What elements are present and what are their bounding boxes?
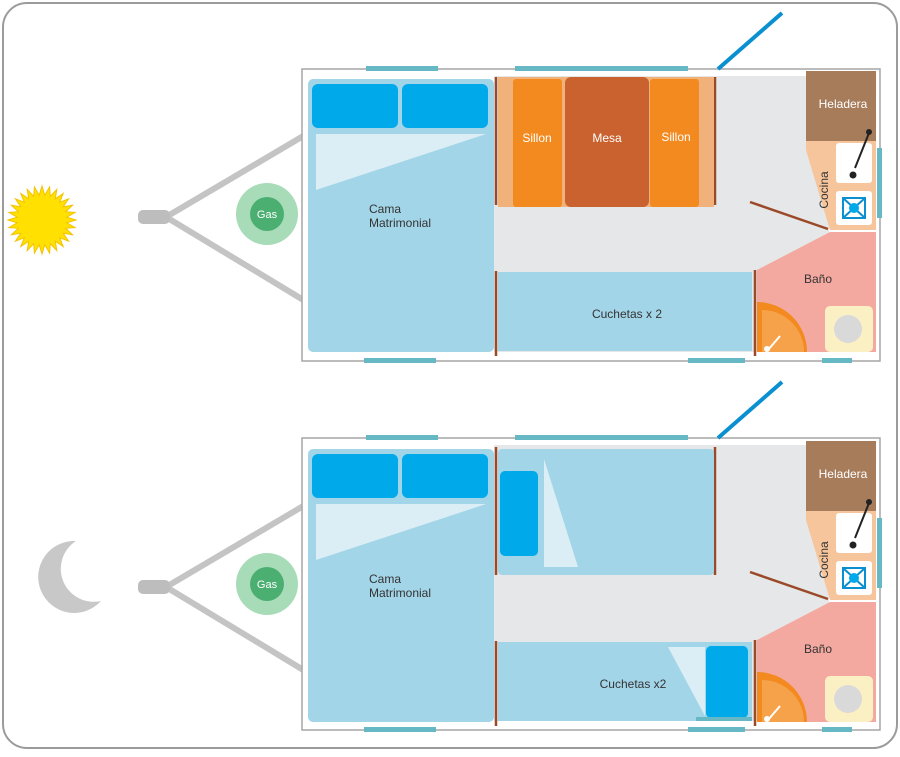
kitchen-sink [836,143,872,183]
windows [364,66,882,363]
bathroom-label-night: Baño [804,642,832,656]
table-label: Mesa [592,131,622,145]
toilet-bowl-night [834,685,862,713]
shower-drain-night [764,716,770,722]
sofa-right [650,79,699,207]
shower-drain [764,346,770,352]
bunks-label: Cuchetas x 2 [592,307,662,321]
tow-hitch-night [163,502,308,674]
fridge-label: Heladera [819,97,868,111]
bunk-beds [498,272,752,351]
bed-label-line2: Matrimonial [369,216,431,230]
gas-label: Gas [257,209,278,221]
sun-icon [6,184,78,256]
dinette-bed-sheet [544,459,578,567]
bathroom-label: Baño [804,272,832,286]
stove-burner-icon [842,197,866,219]
kitchen-label-night: Cocina [817,541,831,579]
gas-tank-inner [250,197,284,231]
toilet-bowl [834,315,862,343]
bunk-ladder [696,717,752,721]
entry-door [716,11,784,71]
dinette-bed-pillow [500,471,538,556]
sink-drain-night [849,541,857,549]
gas-label-night: Gas [257,579,278,591]
bed-label-line1: Cama [369,202,401,216]
hitch-coupler [138,210,170,224]
bed-label-line1-night: Cama [369,572,401,586]
fridge-label-night: Heladera [819,467,868,481]
bed-pillow-right-night [402,454,488,498]
windows-night [364,435,882,732]
shower-head-night [767,705,781,721]
bed-pillow-left-night [312,454,398,498]
fridge [806,71,876,141]
bed-pillow-right [402,84,488,128]
partition-walls-night [494,447,829,726]
shower-head [767,335,781,351]
sink-faucet [854,132,870,169]
hitch-coupler-night [138,580,170,594]
bed-sheet-night [316,504,486,560]
sink-faucet-night [854,502,870,539]
stove-burner-icon-night [842,567,866,589]
bunk-pillow [706,646,748,718]
moon-icon [38,540,101,613]
sofa-left [513,79,562,207]
partition-walls [494,77,829,356]
shower-tray [762,310,804,352]
kitchen-sink-night [836,513,872,553]
bed-label-line2-night: Matrimonial [369,586,431,600]
night-plan: Gas Cama Matrimonial [38,380,882,732]
day-plan: Gas Cama Matrimonial [6,11,882,363]
bunks-label-night: Cuchetas x2 [600,677,667,691]
entry-door-night [716,380,784,440]
bed-pillow-left [312,84,398,128]
kitchen-label: Cocina [817,171,831,209]
faucet-head-night [866,499,872,505]
bunk-sheet [668,647,705,716]
fridge-night [806,441,876,511]
sofa-left-label: Sillon [522,131,551,145]
shower-tray-night [762,680,804,722]
tow-hitch [163,132,308,304]
sink-drain [849,171,857,179]
sofa-right-label: Sillon [661,130,690,144]
bed-sheet [316,134,486,190]
gas-tank-inner-night [250,567,284,601]
faucet-head [866,129,872,135]
dining-table [565,77,649,207]
